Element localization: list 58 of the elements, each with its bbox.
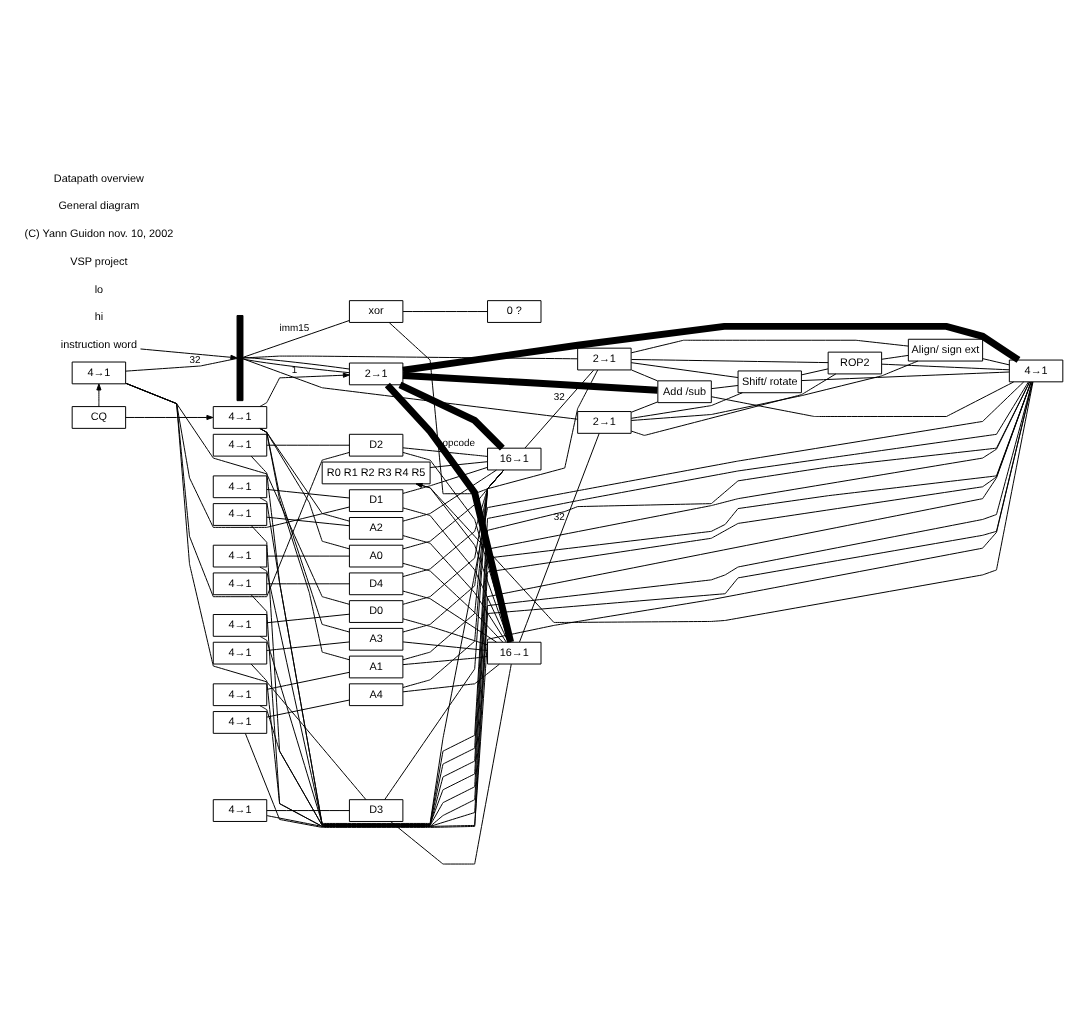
connector — [402, 370, 658, 393]
connector — [266, 640, 350, 650]
connector — [524, 368, 595, 448]
connector — [266, 487, 350, 498]
connector — [402, 617, 488, 645]
connector — [242, 357, 578, 419]
connector — [266, 582, 350, 584]
connector — [266, 809, 350, 811]
connector — [266, 670, 350, 689]
connector — [519, 431, 600, 642]
connector — [125, 357, 238, 371]
connector — [402, 534, 507, 642]
connector — [266, 443, 350, 445]
connector — [801, 370, 1010, 381]
connector — [630, 361, 739, 378]
connector — [402, 465, 488, 493]
connector — [982, 357, 1010, 365]
node-bar — [236, 314, 244, 401]
connector — [630, 368, 659, 381]
connector — [402, 446, 488, 456]
arrow — [125, 413, 214, 420]
arrow — [415, 380, 1034, 622]
connector — [384, 381, 514, 642]
connector — [388, 321, 599, 494]
arrow — [259, 371, 350, 407]
connector — [630, 400, 659, 412]
connector — [402, 589, 497, 642]
connector — [242, 354, 579, 359]
arrow — [140, 347, 238, 359]
connector — [711, 380, 1015, 416]
connector — [384, 468, 505, 799]
connector — [242, 319, 350, 357]
connector — [630, 372, 837, 435]
connector — [266, 612, 350, 623]
connector — [429, 460, 488, 468]
connector — [402, 310, 488, 312]
connector — [266, 515, 350, 526]
connector — [402, 662, 500, 692]
connector — [881, 362, 1010, 370]
connector — [266, 554, 350, 556]
connector — [402, 561, 504, 642]
connector — [801, 367, 829, 375]
connector — [630, 359, 919, 420]
connector — [710, 384, 739, 389]
connector — [631, 358, 829, 363]
connector — [402, 468, 497, 521]
connector — [402, 506, 509, 642]
connector — [881, 353, 909, 359]
connector — [125, 381, 367, 800]
connector — [398, 380, 505, 450]
connector — [402, 321, 1021, 373]
connector — [630, 338, 909, 353]
connector — [266, 698, 350, 717]
connector — [630, 391, 743, 418]
connector — [242, 357, 350, 373]
connector — [390, 662, 512, 864]
connector — [402, 450, 511, 642]
arrow — [96, 382, 102, 406]
